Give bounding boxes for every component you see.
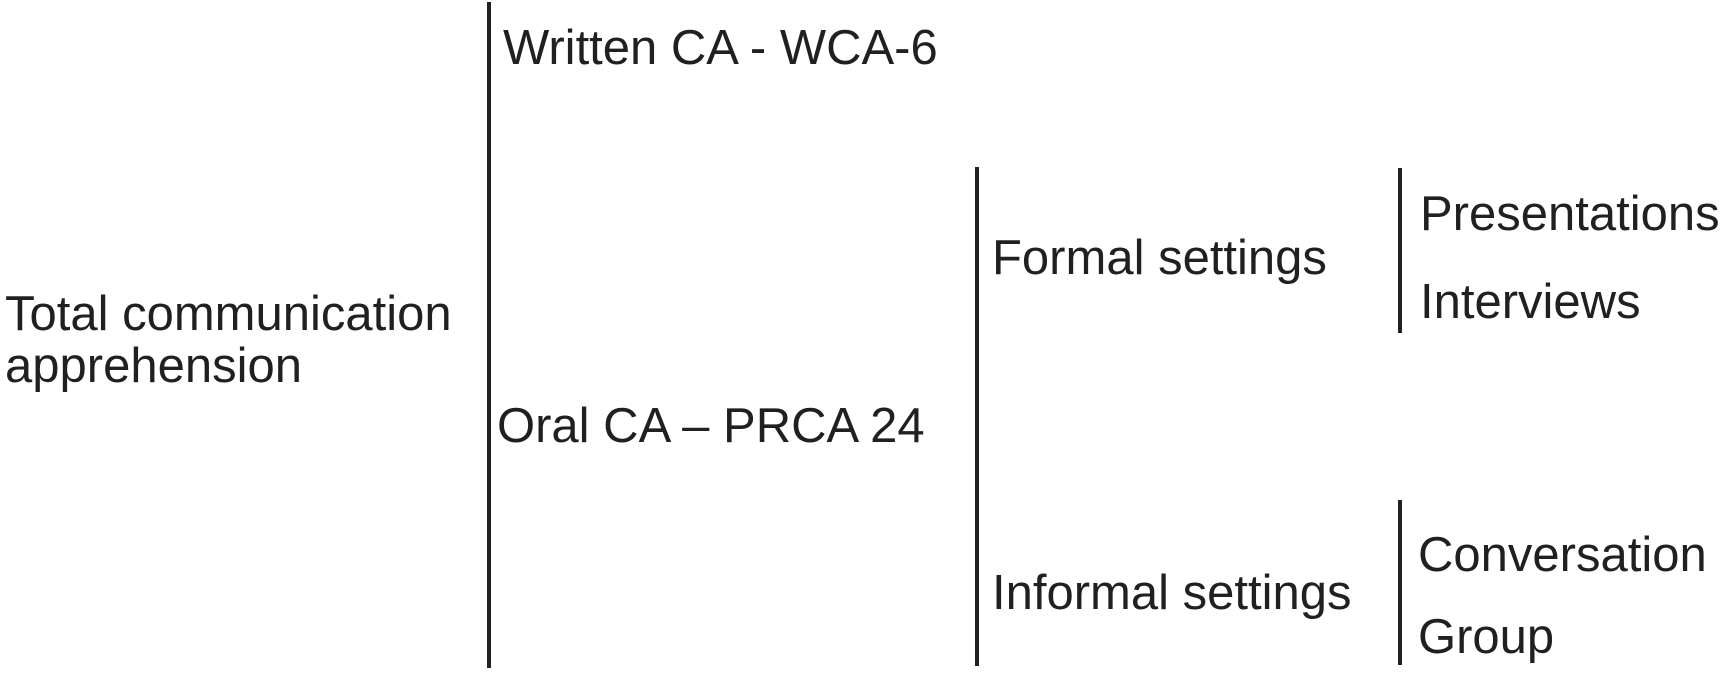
list-item-conversation: Conversation: [1418, 528, 1707, 582]
divider-formal-children: [1398, 168, 1402, 333]
list-item-interviews: Interviews: [1420, 275, 1641, 329]
list-item-presentations: Presentations: [1420, 187, 1720, 241]
divider-informal-children: [1398, 500, 1402, 665]
written-ca-label: Written CA - WCA-6: [503, 21, 938, 75]
informal-children-list: Conversation Group: [1418, 529, 1707, 663]
formal-settings-label: Formal settings: [992, 231, 1327, 285]
oral-ca-label: Oral CA – PRCA 24: [497, 399, 925, 453]
root-label-total-communication-apprehension: Total communication apprehension: [5, 287, 452, 393]
list-item-group: Group: [1418, 610, 1555, 664]
divider-oral-vs-settings: [975, 167, 979, 666]
informal-settings-label: Informal settings: [992, 566, 1352, 620]
formal-children-list: Presentations Interviews: [1420, 188, 1720, 328]
divider-root-vs-level1: [487, 2, 491, 668]
